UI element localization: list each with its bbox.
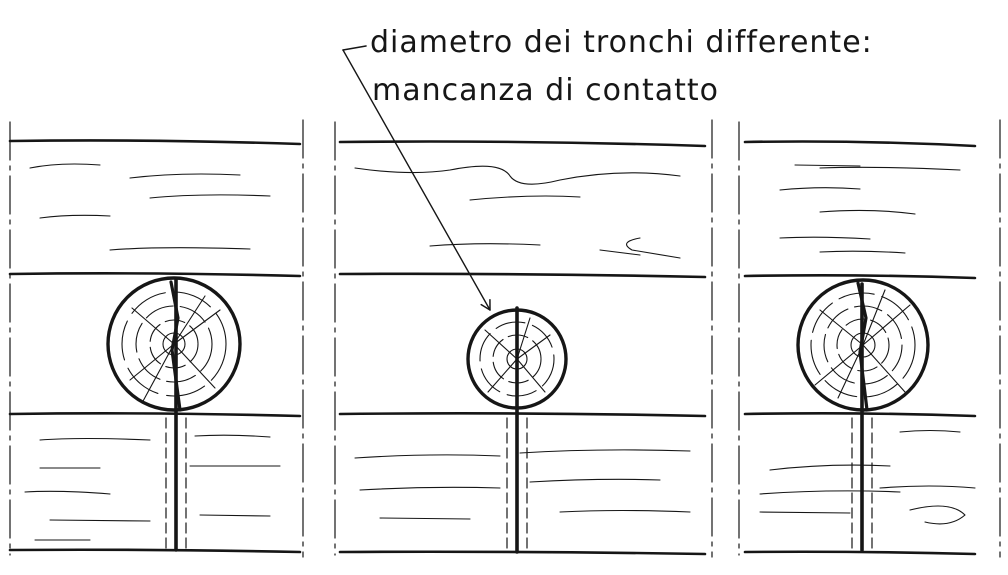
panel-left-log-lines	[8, 139, 302, 554]
panel-middle	[334, 119, 713, 558]
annotation-line-1: diametro dei tronchi differente:	[370, 25, 873, 60]
annotation-arrow	[342, 49, 491, 311]
panel-right-wood-grain	[759, 164, 976, 525]
panel-right-post	[851, 282, 873, 552]
panel-middle-post	[506, 306, 528, 554]
annotation: diametro dei tronchi differente: mancanz…	[342, 25, 873, 311]
panel-right	[738, 119, 1001, 558]
panel-left-wood-grain	[24, 163, 281, 541]
panel-right-edges	[738, 119, 1001, 558]
panel-middle-log-lines	[338, 140, 707, 556]
panel-left-log-section	[106, 276, 242, 412]
panel-middle-wood-grain	[354, 165, 691, 520]
panel-right-log-lines	[743, 140, 977, 556]
panel-left-edges	[9, 119, 304, 558]
annotation-line-2: mancanza di contatto	[372, 73, 719, 108]
panel-middle-edges	[334, 119, 713, 558]
panel-left	[8, 119, 304, 558]
panel-right-log-section	[796, 278, 930, 412]
panel-middle-log-section	[466, 308, 568, 410]
annotation-leader-dash	[342, 45, 367, 51]
